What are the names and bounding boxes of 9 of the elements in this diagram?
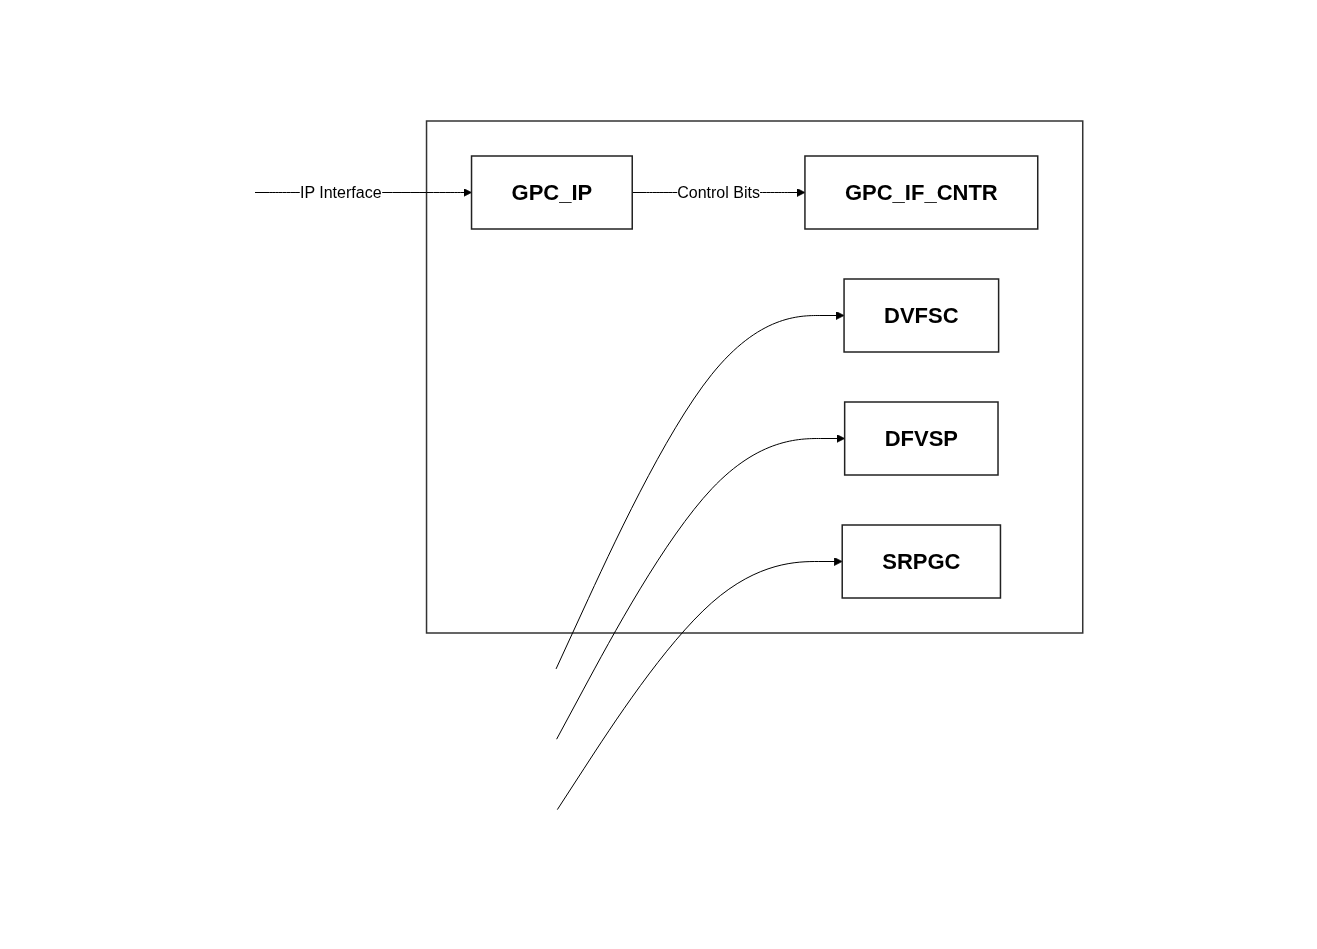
edge-label: Control Bits [676, 183, 760, 201]
arrow [555, 434, 845, 740]
node-box: GPC_IF_CNTR [803, 155, 1039, 230]
node-box: SRPGC [841, 524, 1001, 599]
node-box: DFVSP [843, 401, 999, 476]
edge-label: IP Interface [299, 183, 382, 201]
node-box: GPC_IP [470, 155, 633, 230]
cluster [425, 120, 1084, 634]
node-box: DVFSC [842, 278, 999, 353]
